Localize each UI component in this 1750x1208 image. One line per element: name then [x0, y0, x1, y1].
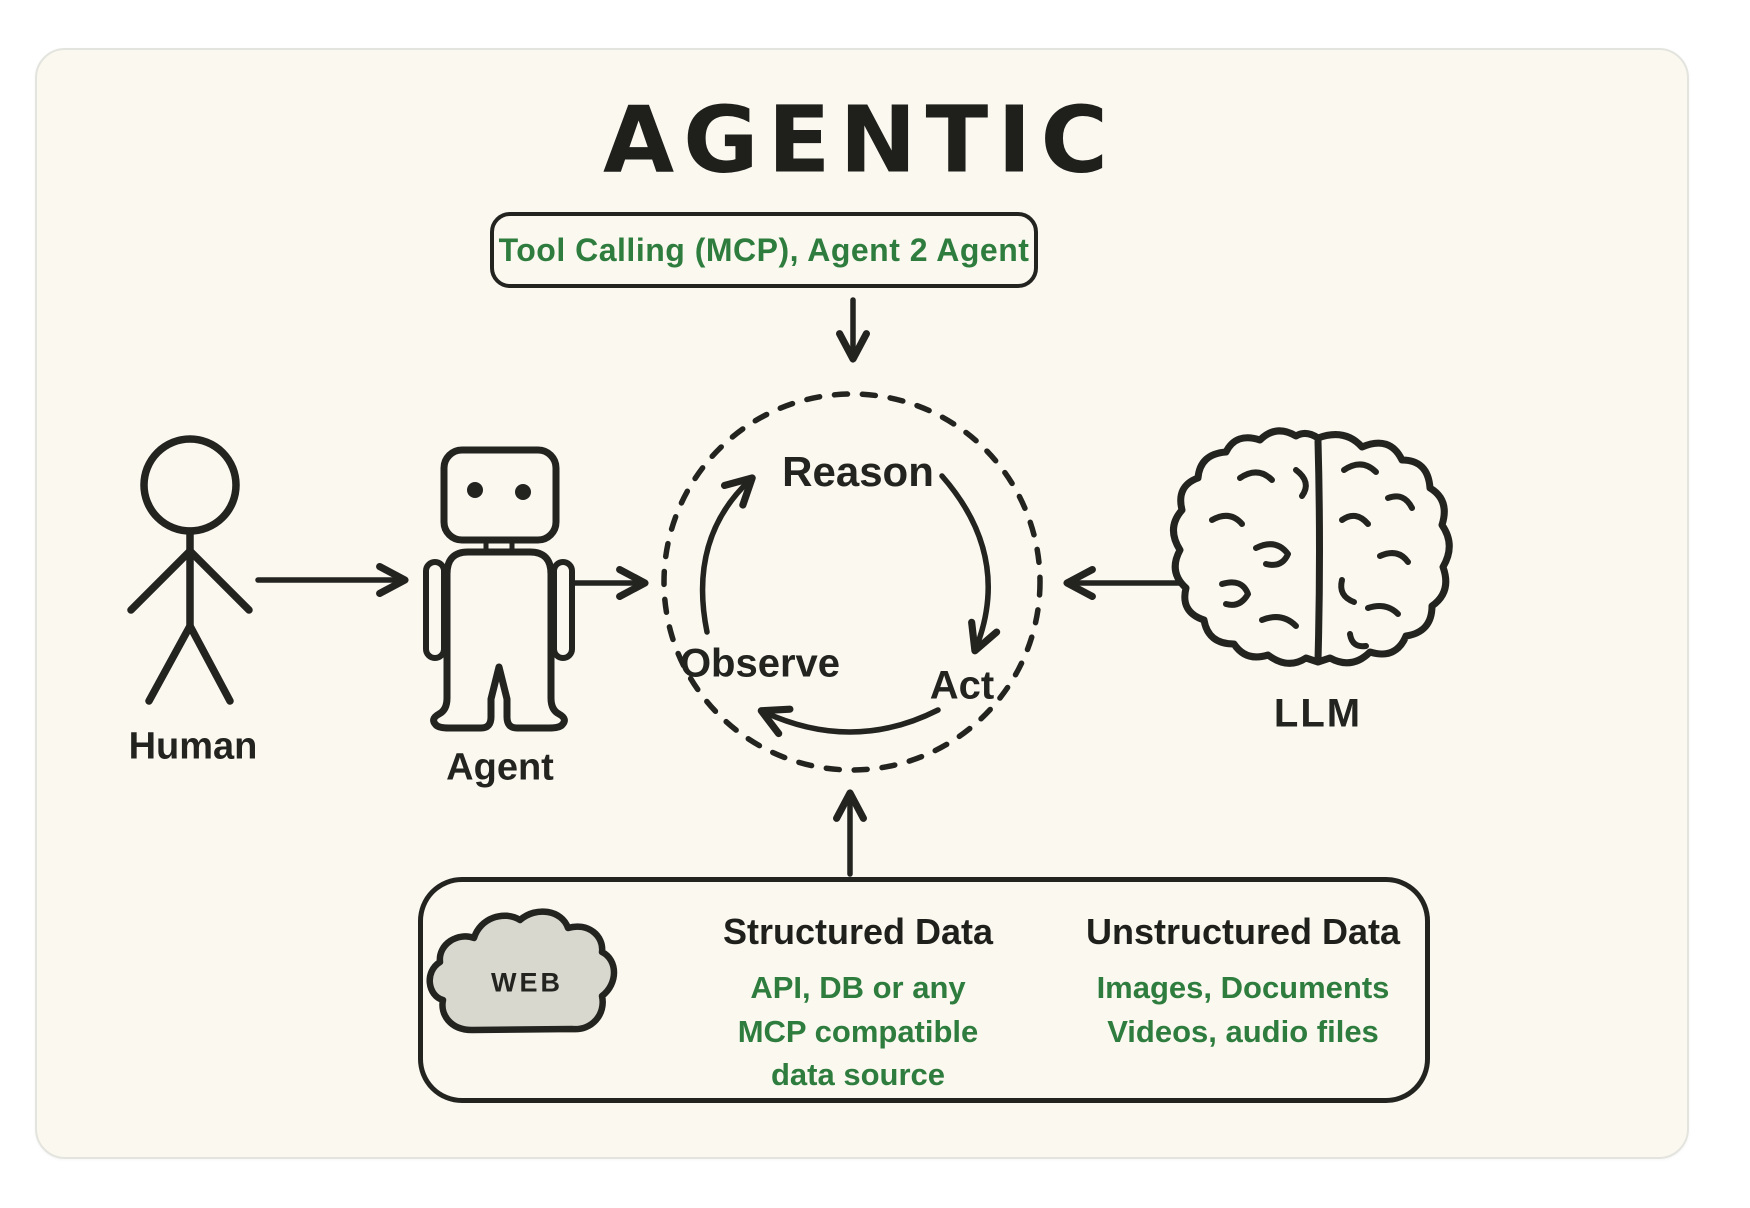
cycle-step-observe: Observe: [679, 641, 841, 686]
structured-data-heading: Structured Data: [722, 911, 994, 952]
unstructured-data-heading: Unstructured Data: [1085, 911, 1401, 952]
llm-label: LLM: [1273, 691, 1363, 736]
diagram-title: AGENTIC: [602, 86, 1118, 194]
human-label: Human: [128, 725, 258, 768]
tool-calling-box: Tool Calling (MCP), Agent 2 Agent: [490, 212, 1038, 288]
structured-data-line: MCP compatible: [737, 1014, 979, 1049]
web-cloud-label: WEB: [491, 967, 563, 998]
agent-label: Agent: [446, 746, 554, 789]
data-source-box: [418, 877, 1430, 1103]
unstructured-data-line: Images, Documents: [1096, 970, 1390, 1005]
unstructured-data-line: Videos, audio files: [1107, 1014, 1379, 1049]
cycle-step-reason: Reason: [782, 448, 934, 495]
structured-data-line: API, DB or any: [750, 970, 966, 1005]
cycle-step-act: Act: [929, 663, 995, 708]
tool-calling-label: Tool Calling (MCP), Agent 2 Agent: [498, 231, 1030, 268]
structured-data-line: data source: [770, 1057, 946, 1092]
